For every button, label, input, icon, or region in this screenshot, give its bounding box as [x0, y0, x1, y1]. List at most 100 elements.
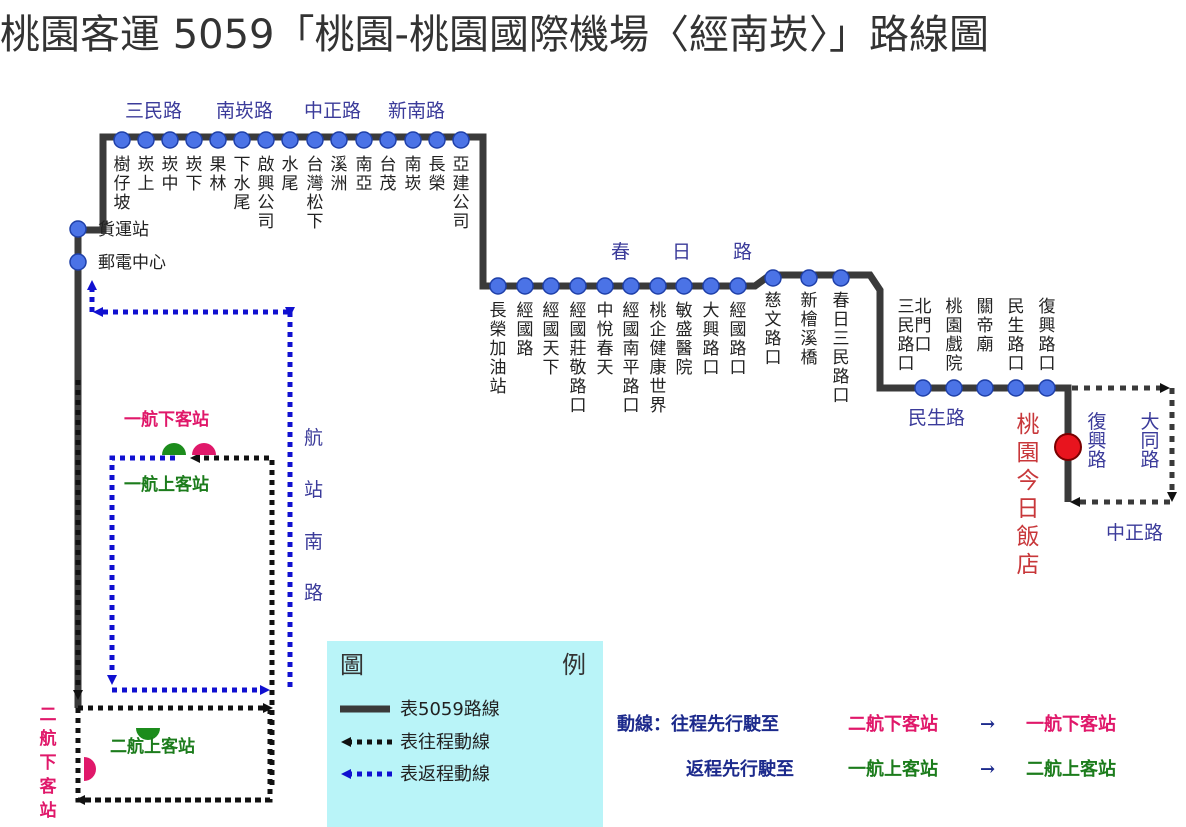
station-label-raised-2: 春日三民路口: [833, 291, 850, 406]
station-label-top-6: 啟興公司: [258, 155, 275, 232]
t1-pick-label: 一航上客站: [124, 474, 209, 495]
station-dot-mid-5: [622, 277, 640, 295]
t1-pickup-marker: [162, 443, 186, 455]
station-label-mid-0: 長榮加油站: [490, 301, 507, 397]
station-dot-top-7: [281, 131, 299, 149]
legend-heading-left: 圖: [340, 651, 364, 679]
station-dot-mid-9: [729, 277, 747, 295]
t2-dropoff-marker: [84, 757, 96, 781]
station-label-top-3: 崁下: [186, 155, 203, 194]
station-label-east-4: 民生路口: [1008, 297, 1025, 374]
station-dot-top-2: [161, 131, 179, 149]
road-label-zhongzheng: 中正路: [304, 100, 361, 122]
legend-outbound-label: 表往程動線: [400, 732, 490, 753]
t2-drop-label: 二航下客站: [39, 705, 58, 821]
road-label-fuxing-v: 復興路: [1087, 411, 1106, 471]
station-label-top-8: 台灣松下: [307, 155, 324, 232]
station-label-mid-4: 中悅春天: [597, 301, 614, 378]
station-dot-west-0: [69, 220, 87, 238]
road-label-minsheng: 民生路: [908, 407, 965, 429]
station-dot-west-1: [69, 253, 87, 271]
station-label-top-10: 南亞: [356, 155, 373, 194]
middle-stations: 長榮加油站經國路經國天下經國莊敬路口中悅春天經國南平路口桃企健康世界敏盛醫院大興…: [489, 277, 747, 416]
note-line1-prefix: 動線：往程先行駛至: [617, 713, 779, 735]
station-label-top-11: 台茂: [380, 155, 397, 194]
road-label-chunri-3: 路: [733, 241, 752, 263]
note-line1-to: 一航下客站: [1026, 713, 1116, 735]
road-label-xinnan: 新南路: [388, 100, 445, 122]
station-label-mid-7: 敏盛醫院: [676, 301, 693, 378]
station-dot-east-3: [976, 379, 994, 397]
station-dot-mid-3: [569, 277, 587, 295]
note-line2-from: 一航上客站: [848, 758, 938, 780]
outbound-path-t1: [190, 453, 275, 785]
road-label-chunri-1: 春: [611, 241, 630, 263]
station-label-east-1: 北門口: [915, 297, 932, 355]
station-label-east-3: 關帝廟: [977, 297, 994, 355]
route-line: [74, 133, 1072, 708]
station-dot-top-5: [233, 131, 251, 149]
station-label-west-1: 郵電中心: [98, 253, 166, 273]
station-label-west-0: 貨運站: [98, 220, 149, 240]
station-label-top-1: 崁上: [138, 155, 155, 194]
legend-box: [327, 641, 603, 827]
terminal-stop-marker: [1054, 433, 1082, 461]
road-label-zhongzheng-bottom: 中正路: [1106, 522, 1163, 544]
legend-heading-right: 例: [562, 651, 586, 679]
station-dot-mid-6: [649, 277, 667, 295]
station-label-top-14: 亞建公司: [453, 155, 470, 232]
road-label-hangzhan-4: 路: [304, 582, 323, 604]
station-label-top-5: 下水尾: [234, 155, 251, 213]
station-dot-raised-1: [800, 269, 818, 287]
road-label-hangzhan-1: 航: [304, 427, 323, 449]
station-dot-mid-4: [596, 277, 614, 295]
station-dot-mid-0: [489, 277, 507, 295]
station-label-raised-1: 新檜溪橋: [801, 291, 818, 368]
station-label-east-2: 桃園戲院: [946, 297, 963, 374]
station-dot-east-1: [914, 379, 932, 397]
note-line2-prefix: 返程先行駛至: [686, 758, 794, 780]
road-label-chunri-2: 日: [672, 241, 691, 263]
terminal-label: 桃園今日飯店: [1017, 412, 1040, 578]
station-dot-mid-8: [702, 277, 720, 295]
legend-return-label: 表返程動線: [400, 764, 490, 785]
note-line1-from: 二航下客站: [848, 713, 938, 735]
station-label-mid-5: 經國南平路口: [623, 301, 640, 416]
station-dot-top-8: [306, 131, 324, 149]
station-dot-top-9: [330, 131, 348, 149]
station-dot-east-5: [1038, 379, 1056, 397]
station-label-mid-6: 桃企健康世界: [650, 301, 667, 416]
t2-pickup-marker: [136, 728, 160, 740]
station-label-raised-0: 慈文路口: [765, 291, 782, 368]
station-label-mid-3: 經國莊敬路口: [570, 301, 587, 416]
station-label-mid-8: 大興路口: [703, 301, 720, 378]
road-label-hangzhan-2: 站: [304, 479, 323, 501]
t1-drop-label: 一航下客站: [124, 409, 209, 430]
station-label-top-4: 果林: [210, 155, 227, 194]
station-label-east-0: 三民路口: [898, 297, 915, 374]
road-label-sanmin: 三民路: [125, 100, 182, 122]
station-label-top-7: 水尾: [282, 155, 299, 194]
station-dot-top-10: [355, 131, 373, 149]
station-dot-top-14: [452, 131, 470, 149]
station-label-top-12: 南崁: [405, 155, 422, 194]
station-label-east-5: 復興路口: [1039, 297, 1056, 374]
road-label-nankan: 南崁路: [216, 100, 273, 122]
station-label-top-2: 崁中: [162, 155, 179, 194]
station-dot-top-0: [113, 131, 131, 149]
station-label-top-0: 樹仔坡: [114, 155, 131, 213]
note-line2-arrow: →: [980, 759, 995, 780]
note-line1-arrow: →: [980, 714, 995, 735]
station-dot-raised-2: [832, 269, 850, 287]
station-dot-mid-7: [675, 277, 693, 295]
station-label-mid-1: 經國路: [517, 301, 534, 359]
station-label-mid-2: 經國天下: [543, 301, 560, 378]
t1-dropoff-marker: [192, 443, 216, 455]
page-title: 桃園客運 5059「桃園-桃園國際機場〈經南崁〉」路線圖: [0, 12, 989, 58]
station-dot-top-11: [379, 131, 397, 149]
